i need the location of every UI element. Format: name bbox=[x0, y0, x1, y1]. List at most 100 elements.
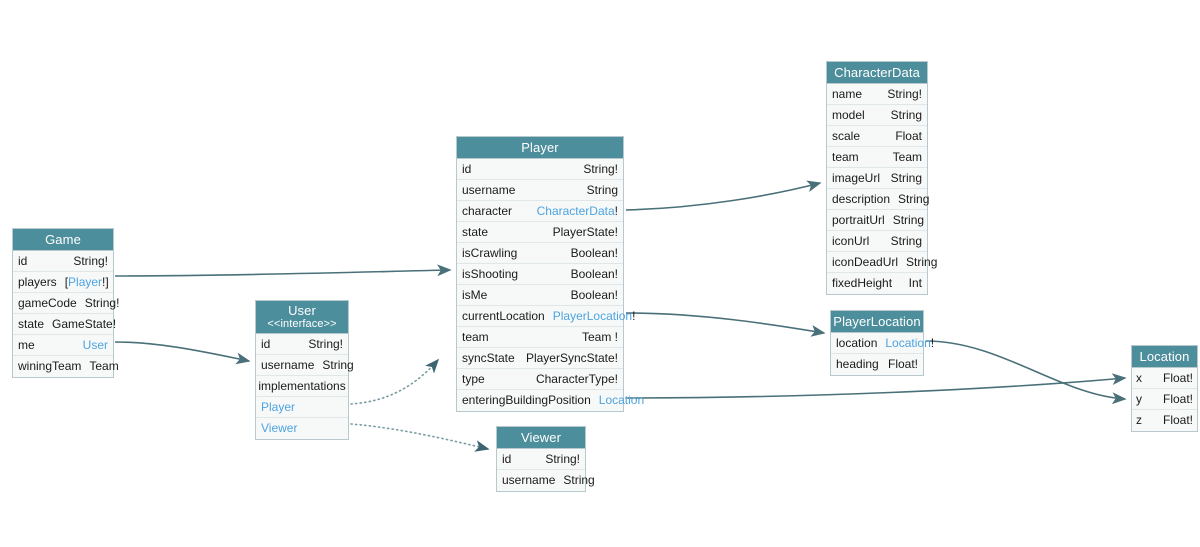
type-reference[interactable]: PlayerLocation bbox=[552, 308, 633, 323]
field-row[interactable]: id String! bbox=[457, 159, 623, 180]
field-row[interactable]: scale Float bbox=[827, 126, 927, 147]
field-name: id bbox=[261, 336, 271, 351]
field-name: character bbox=[462, 203, 513, 218]
entity-user[interactable]: User <<interface>> id String! username S… bbox=[255, 300, 354, 440]
field-row[interactable]: gameCode String! bbox=[13, 293, 119, 314]
field-type: Float! bbox=[1162, 413, 1193, 427]
field-row[interactable]: isShooting Boolean! bbox=[457, 264, 623, 285]
field-row[interactable]: players [Player!] bbox=[13, 272, 113, 293]
implementation-row[interactable]: Viewer bbox=[256, 418, 348, 439]
field-type: String bbox=[890, 233, 922, 248]
field-name: name bbox=[832, 86, 863, 101]
field-row[interactable]: username String bbox=[497, 470, 595, 491]
field-name: scale bbox=[832, 128, 861, 143]
entity-location-title: Location bbox=[1132, 346, 1197, 368]
field-row[interactable]: iconUrl String bbox=[827, 231, 927, 252]
field-row[interactable]: username String bbox=[256, 355, 354, 376]
field-name: username bbox=[261, 357, 315, 372]
field-row[interactable]: isMe Boolean! bbox=[457, 285, 623, 306]
field-type: Float! bbox=[1162, 370, 1193, 385]
field-row[interactable]: location Location! bbox=[831, 333, 934, 354]
field-row[interactable]: syncState PlayerSyncState! bbox=[457, 348, 623, 369]
field-row[interactable]: id String! bbox=[13, 251, 113, 272]
field-type: String! bbox=[308, 336, 343, 351]
field-name: description bbox=[832, 191, 891, 206]
field-row[interactable]: id String! bbox=[256, 334, 348, 355]
edge-user-implements-player bbox=[350, 358, 440, 405]
entity-user-name: User bbox=[288, 303, 316, 318]
type-reference[interactable]: CharacterData bbox=[536, 203, 615, 218]
field-type: String! bbox=[73, 253, 108, 268]
field-row[interactable]: name String! bbox=[827, 84, 927, 105]
field-type: Boolean! bbox=[570, 245, 618, 260]
field-row[interactable]: currentLocation PlayerLocation! bbox=[457, 306, 635, 327]
field-row[interactable]: portraitUrl String bbox=[827, 210, 927, 231]
field-row[interactable]: enteringBuildingPosition Location bbox=[457, 390, 644, 411]
field-row[interactable]: id String! bbox=[497, 449, 585, 470]
field-row[interactable]: x Float! bbox=[1132, 368, 1197, 389]
field-row[interactable]: isCrawling Boolean! bbox=[457, 243, 623, 264]
field-name: winingTeam bbox=[18, 359, 82, 373]
field-row[interactable]: model String bbox=[827, 105, 927, 126]
field-name: players bbox=[18, 274, 57, 289]
entity-player-title: Player bbox=[457, 137, 623, 159]
entity-location[interactable]: Location x Float! y Float! z Float! bbox=[1131, 345, 1198, 432]
field-row[interactable]: type CharacterType! bbox=[457, 369, 623, 390]
field-row[interactable]: state GameState! bbox=[13, 314, 116, 335]
entity-characterdata[interactable]: CharacterData name String! model String … bbox=[826, 61, 937, 295]
field-row[interactable]: winingTeam Team bbox=[13, 356, 119, 377]
implementations-label: implementations bbox=[258, 378, 346, 393]
field-type: Team bbox=[892, 149, 922, 164]
field-row[interactable]: description String bbox=[827, 189, 929, 210]
field-name: username bbox=[502, 473, 556, 487]
implementation-player[interactable]: Player bbox=[261, 399, 296, 414]
field-type: Team bbox=[89, 359, 119, 373]
field-type: Boolean! bbox=[570, 287, 618, 302]
entity-player[interactable]: Player id String! username String charac… bbox=[456, 136, 644, 412]
edge-player-currentlocation-to-playerlocation bbox=[625, 312, 826, 337]
type-reference[interactable]: User bbox=[82, 337, 108, 352]
field-name: id bbox=[462, 161, 472, 176]
entity-viewer[interactable]: Viewer id String! username String bbox=[496, 426, 595, 492]
field-name: syncState bbox=[462, 350, 515, 365]
field-type: String bbox=[586, 182, 618, 197]
field-type: String bbox=[906, 254, 938, 269]
field-name: gameCode bbox=[18, 295, 77, 310]
edge-player-character-to-characterdata bbox=[625, 180, 822, 211]
field-name: imageUrl bbox=[832, 170, 881, 185]
field-type: Int bbox=[908, 276, 922, 290]
field-name: model bbox=[832, 107, 865, 122]
entity-game[interactable]: Game id String! players [Player!] gameCo… bbox=[12, 228, 119, 378]
field-name: me bbox=[18, 337, 35, 352]
field-row[interactable]: me User bbox=[13, 335, 113, 356]
implementation-viewer[interactable]: Viewer bbox=[261, 421, 298, 435]
field-row[interactable]: username String bbox=[457, 180, 623, 201]
field-row[interactable]: iconDeadUrl String bbox=[827, 252, 937, 273]
field-row[interactable]: team Team bbox=[827, 147, 927, 168]
field-name: x bbox=[1136, 370, 1142, 385]
implementation-row[interactable]: Player bbox=[256, 397, 348, 418]
type-reference[interactable]: Location bbox=[885, 335, 931, 350]
field-row[interactable]: state PlayerState! bbox=[457, 222, 623, 243]
field-row[interactable]: fixedHeight Int bbox=[827, 273, 927, 294]
field-row[interactable]: team Team ! bbox=[457, 327, 623, 348]
type-reference[interactable]: Location bbox=[598, 393, 645, 407]
field-row[interactable]: character CharacterData! bbox=[457, 201, 623, 222]
entity-characterdata-title: CharacterData bbox=[827, 62, 927, 84]
field-name: isCrawling bbox=[462, 245, 518, 260]
field-row[interactable]: z Float! bbox=[1132, 410, 1197, 431]
field-row[interactable]: imageUrl String bbox=[827, 168, 927, 189]
field-type: PlayerSyncState! bbox=[525, 350, 618, 365]
field-name: y bbox=[1136, 391, 1142, 406]
field-row[interactable]: heading Float! bbox=[831, 354, 923, 375]
field-row[interactable]: y Float! bbox=[1132, 389, 1197, 410]
field-type: PlayerState! bbox=[552, 224, 618, 239]
type-reference[interactable]: Player bbox=[68, 274, 103, 289]
field-name: isMe bbox=[462, 287, 488, 302]
field-name: username bbox=[462, 182, 516, 197]
field-type: Boolean! bbox=[570, 266, 618, 281]
field-name: iconDeadUrl bbox=[832, 254, 899, 269]
entity-playerlocation[interactable]: PlayerLocation location Location! headin… bbox=[830, 310, 934, 376]
